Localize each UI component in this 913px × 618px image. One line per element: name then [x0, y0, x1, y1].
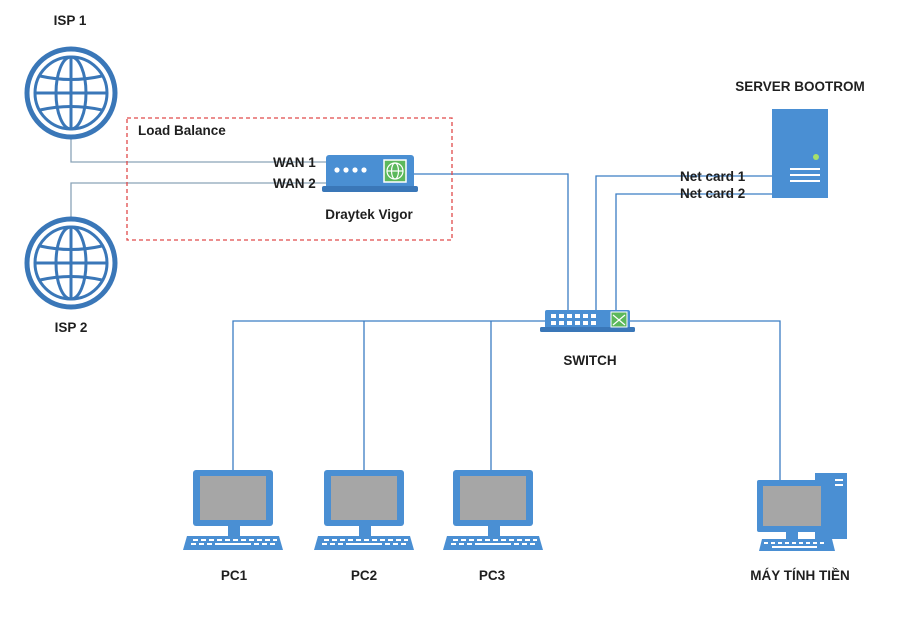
wire-netcard2-switch: [615, 193, 772, 310]
laptop-icon: [443, 470, 543, 550]
wire-switch-maytinhtien: [630, 320, 781, 480]
pc3-label: PC3: [479, 568, 506, 583]
wire-switch-clients: [232, 320, 545, 470]
router-icon: [322, 155, 418, 192]
isp2-node: ISP 2: [27, 219, 115, 335]
globe-icon: [27, 49, 115, 137]
wire-netcard1-switch: [595, 175, 772, 310]
laptop-icon: [314, 470, 414, 550]
pc2-node: PC2: [314, 470, 414, 583]
netcard1-label: Net card 1: [680, 169, 746, 184]
load-balance-label: Load Balance: [138, 123, 226, 138]
netcard2-label: Net card 2: [680, 186, 745, 201]
server-icon: [772, 109, 828, 198]
wan1-label: WAN 1: [273, 155, 316, 170]
isp1-node: ISP 1: [27, 13, 115, 137]
wire-router-switch: [414, 173, 569, 310]
server-node: SERVER BOOTROM Net card 1 Net card 2: [680, 79, 865, 201]
pc2-label: PC2: [351, 568, 377, 583]
switch-label: SWITCH: [563, 353, 616, 368]
isp2-label: ISP 2: [55, 320, 88, 335]
globe-icon: [27, 219, 115, 307]
maytinhtien-node: MÁY TÍNH TIỀN: [750, 473, 850, 583]
router-node: WAN 1 WAN 2 Draytek Vigor: [273, 155, 418, 222]
wan2-label: WAN 2: [273, 176, 316, 191]
pc1-label: PC1: [221, 568, 248, 583]
pc3-node: PC3: [443, 470, 543, 583]
router-label: Draytek Vigor: [325, 207, 413, 222]
isp1-label: ISP 1: [54, 13, 87, 28]
maytinhtien-label: MÁY TÍNH TIỀN: [750, 568, 850, 583]
server-label: SERVER BOOTROM: [735, 79, 865, 94]
connections: [70, 116, 781, 480]
load-balance-frame: [126, 117, 453, 241]
switch-icon: [540, 310, 635, 332]
desktop-icon: [757, 473, 847, 551]
pc1-node: PC1: [183, 470, 283, 583]
switch-node: SWITCH: [540, 310, 635, 368]
wire-isp2-wan2: [70, 182, 326, 218]
laptop-icon: [183, 470, 283, 550]
